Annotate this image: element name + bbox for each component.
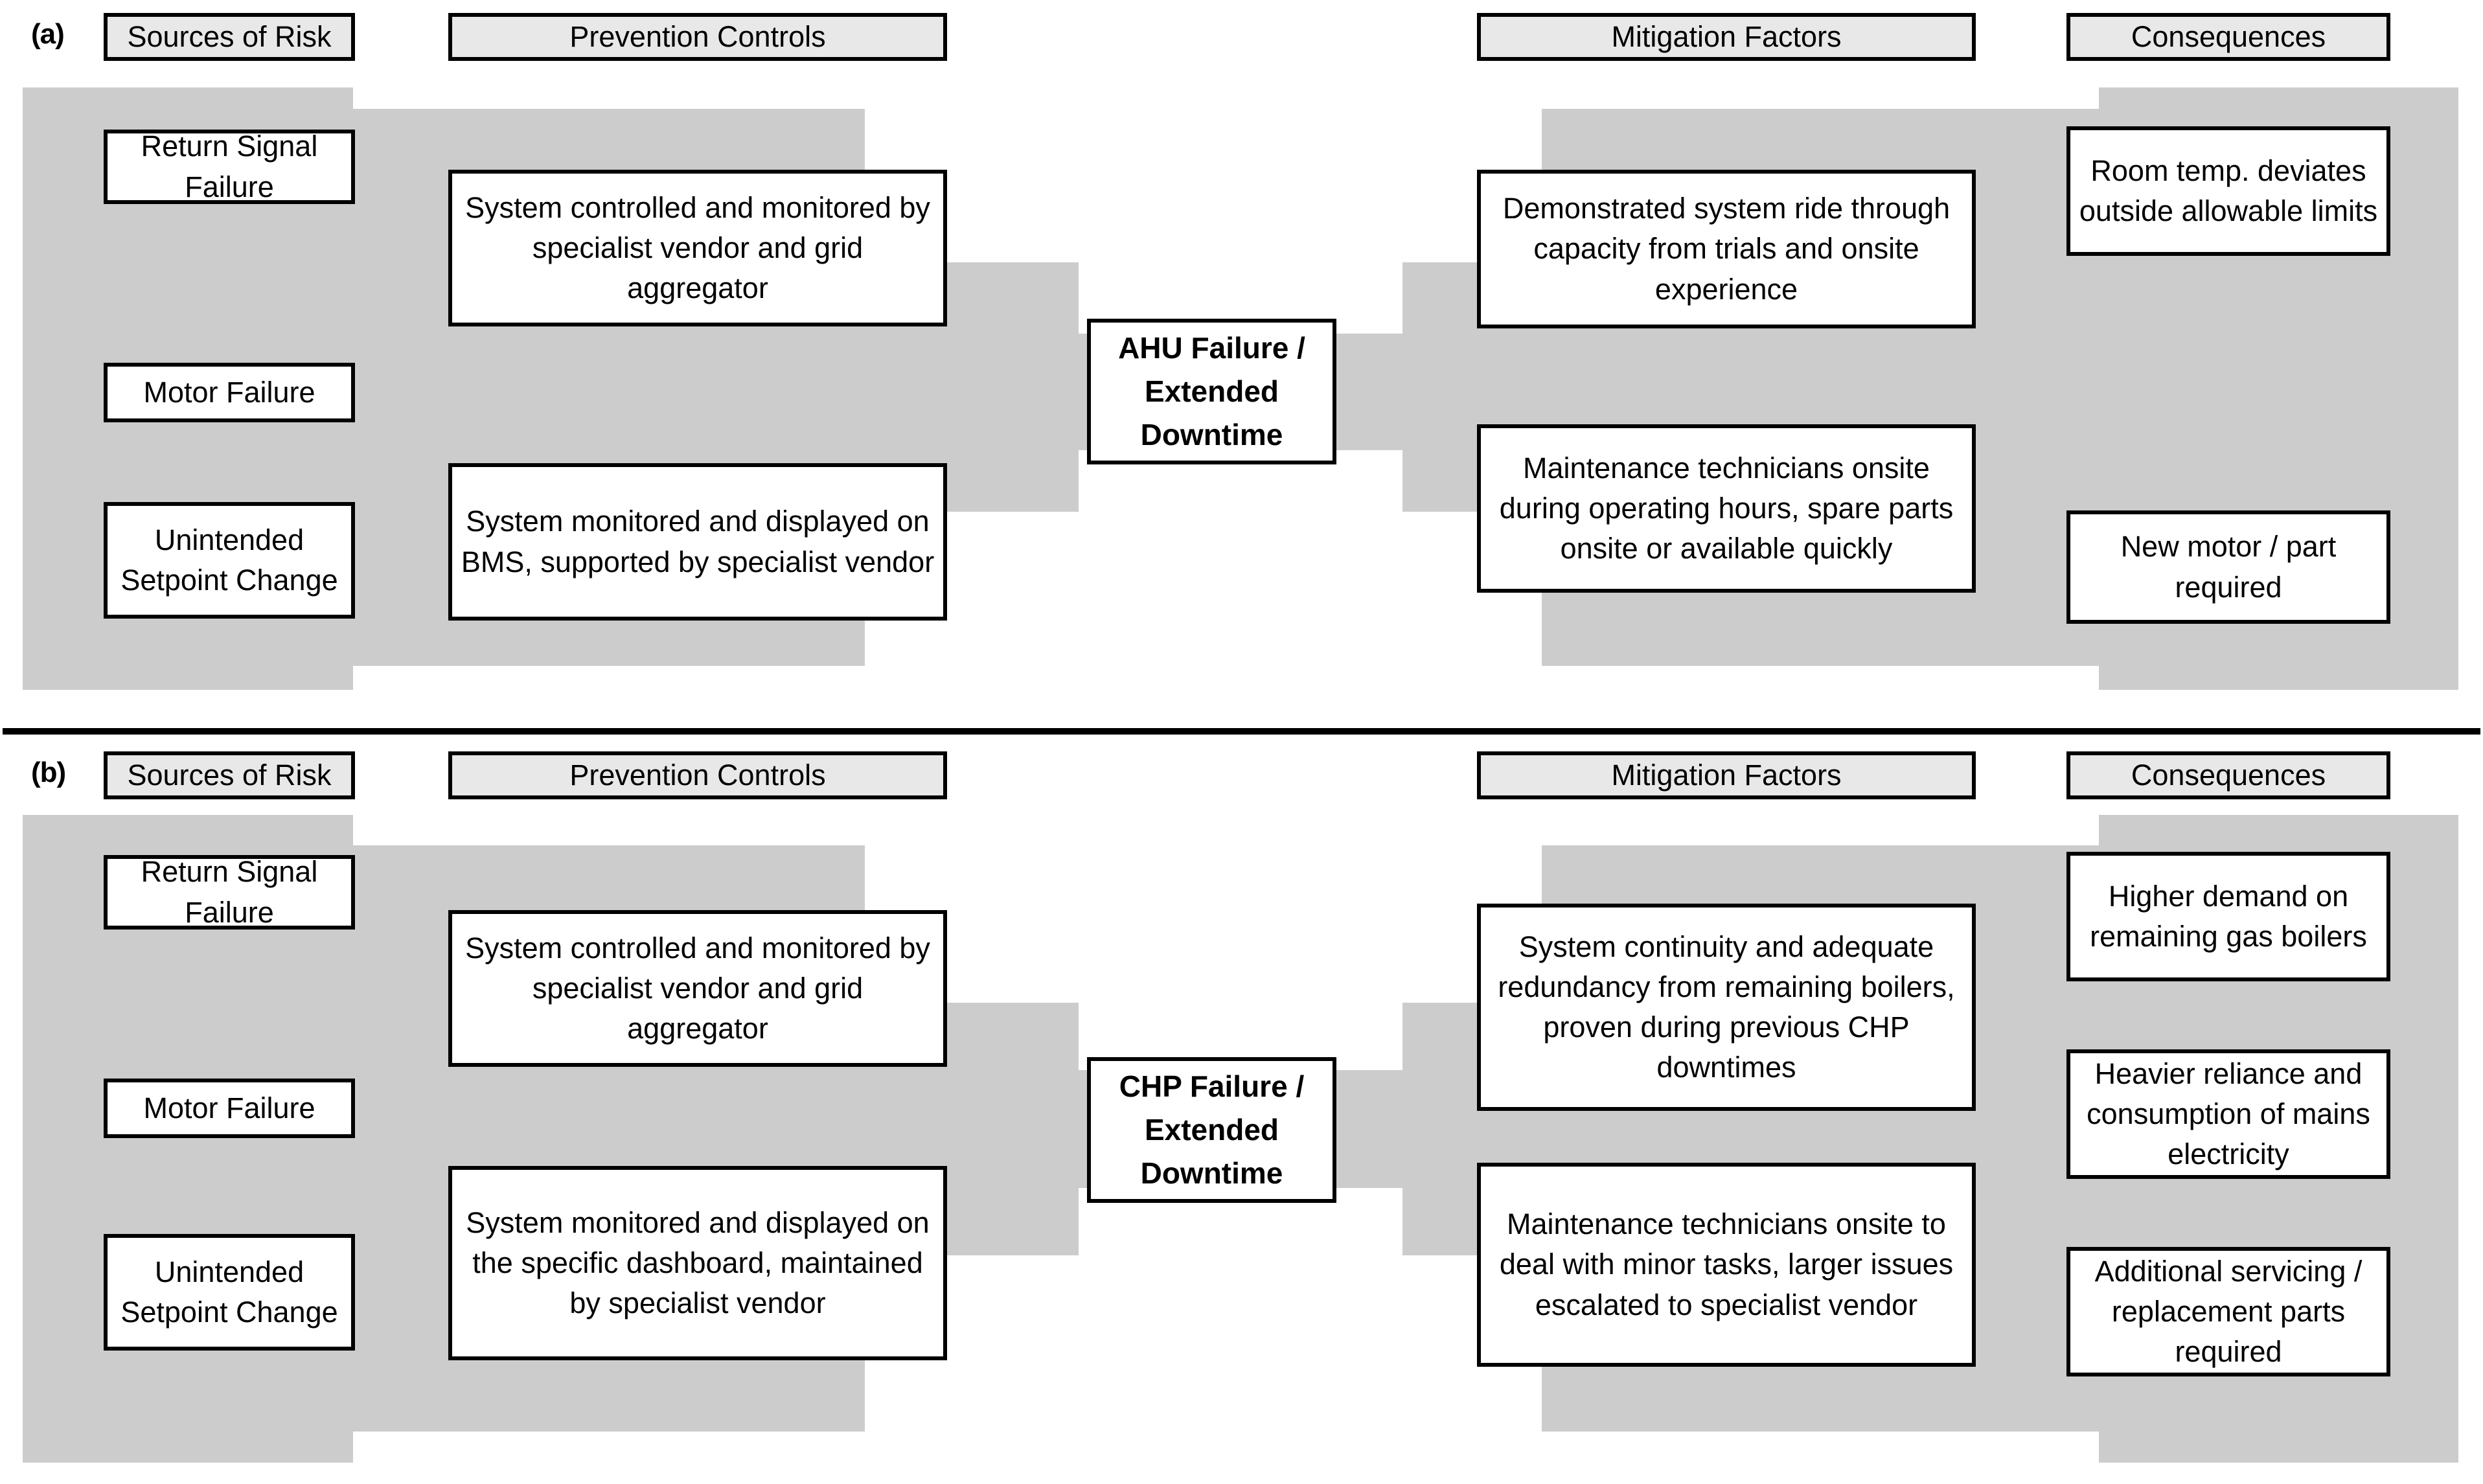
mitigation-box-b-2: Maintenance technicians onsite to deal w… bbox=[1477, 1163, 1976, 1367]
source-box-a-2: Motor Failure bbox=[104, 363, 355, 422]
header-mitigation-a: Mitigation Factors bbox=[1477, 13, 1976, 61]
header-prevention-a: Prevention Controls bbox=[448, 13, 947, 61]
prevention-box-a-2: System monitored and displayed on BMS, s… bbox=[448, 463, 947, 621]
source-box-a-3: Unintended Setpoint Change bbox=[104, 502, 355, 619]
header-consequences-a: Consequences bbox=[2066, 13, 2390, 61]
header-mitigation-b: Mitigation Factors bbox=[1477, 751, 1976, 799]
consequence-box-a-1: Room temp. deviates outside allowable li… bbox=[2066, 126, 2390, 256]
header-sources-b: Sources of Risk bbox=[104, 751, 355, 799]
mitigation-box-a-2: Maintenance technicians onsite during op… bbox=[1477, 424, 1976, 593]
consequence-box-a-2: New motor / part required bbox=[2066, 510, 2390, 624]
source-box-b-2: Motor Failure bbox=[104, 1079, 355, 1138]
header-prevention-b: Prevention Controls bbox=[448, 751, 947, 799]
mitigation-box-a-1: Demonstrated system ride through capacit… bbox=[1477, 170, 1976, 328]
consequence-box-b-2: Heavier reliance and consumption of main… bbox=[2066, 1049, 2390, 1179]
panel-a: (a) Sources of Risk Prevention Controls … bbox=[0, 0, 2483, 729]
prevention-box-b-1: System controlled and monitored by speci… bbox=[448, 910, 947, 1067]
mitigation-box-b-1: System continuity and adequate redundanc… bbox=[1477, 904, 1976, 1111]
prevention-box-b-2: System monitored and displayed on the sp… bbox=[448, 1166, 947, 1360]
center-event-box-b: CHP Failure / Extended Downtime bbox=[1087, 1057, 1336, 1203]
consequence-box-b-3: Additional servicing / replacement parts… bbox=[2066, 1247, 2390, 1376]
header-sources-a: Sources of Risk bbox=[104, 13, 355, 61]
header-consequences-b: Consequences bbox=[2066, 751, 2390, 799]
source-box-a-1: Return Signal Failure bbox=[104, 130, 355, 204]
source-box-b-1: Return Signal Failure bbox=[104, 855, 355, 930]
panel-a-label: (a) bbox=[31, 18, 65, 50]
center-event-box-a: AHU Failure / Extended Downtime bbox=[1087, 319, 1336, 464]
prevention-box-a-1: System controlled and monitored by speci… bbox=[448, 170, 947, 326]
source-box-b-3: Unintended Setpoint Change bbox=[104, 1234, 355, 1351]
panel-b: (b) Sources of Risk Prevention Controls … bbox=[0, 738, 2483, 1484]
panel-divider bbox=[3, 728, 2480, 735]
panel-b-label: (b) bbox=[31, 757, 66, 788]
consequence-box-b-1: Higher demand on remaining gas boilers bbox=[2066, 852, 2390, 981]
